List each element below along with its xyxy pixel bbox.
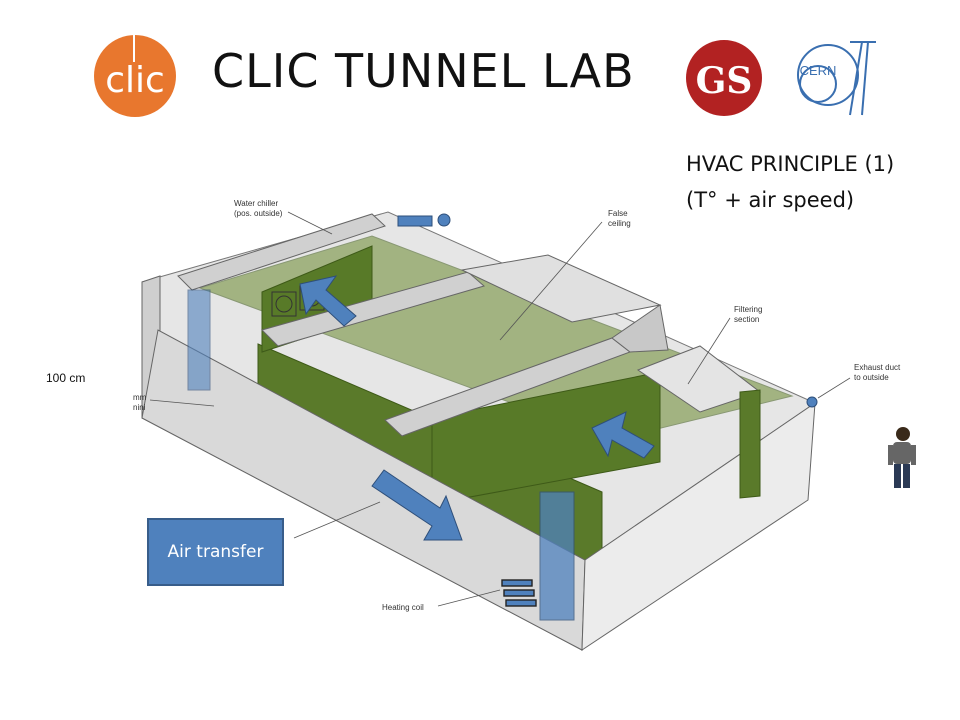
clic-logo-text: clic <box>105 60 165 101</box>
callout-filtering-1: Filtering <box>734 305 762 314</box>
airflow-arrows <box>299 275 655 541</box>
callout-water-chiller-1: Water chiller <box>234 199 278 208</box>
tunnel-structure <box>141 211 818 651</box>
airflow-arrow-right <box>591 411 655 459</box>
callout-filtering-2: section <box>734 315 759 324</box>
air-transfer-label: Air transfer <box>167 542 264 562</box>
callout-water-chiller-2: (pos. outside) <box>234 209 283 218</box>
cut-label-2: nini <box>133 403 146 412</box>
page-title: CLIC TUNNEL LAB <box>212 44 635 98</box>
callout-lines <box>149 211 851 607</box>
callout-exhaust-2: to outside <box>854 373 889 382</box>
dimension-label: 100 cm <box>46 371 86 385</box>
subtitle-line-1: HVAC PRINCIPLE (1) <box>686 152 895 176</box>
cut-label-1: mm <box>133 393 147 402</box>
callout-false-ceiling-1: False <box>608 209 628 218</box>
air-transfer-label-box: Air transfer <box>147 518 284 586</box>
callout-exhaust-1: Exhaust duct <box>854 363 901 372</box>
callout-heating-coil: Heating coil <box>382 603 424 612</box>
subtitle-line-2: (T° + air speed) <box>686 188 855 212</box>
callout-false-ceiling-2: ceiling <box>608 219 631 228</box>
clic-logo: clic <box>94 32 176 117</box>
gs-logo: GS <box>686 40 762 116</box>
cern-logo: CERN <box>797 41 876 116</box>
gs-logo-text: GS <box>696 60 753 102</box>
airflow-arrow-back <box>299 275 357 327</box>
airflow-arrow-front <box>371 469 463 541</box>
person-figure <box>888 427 916 488</box>
cern-logo-text: CERN <box>800 63 837 78</box>
